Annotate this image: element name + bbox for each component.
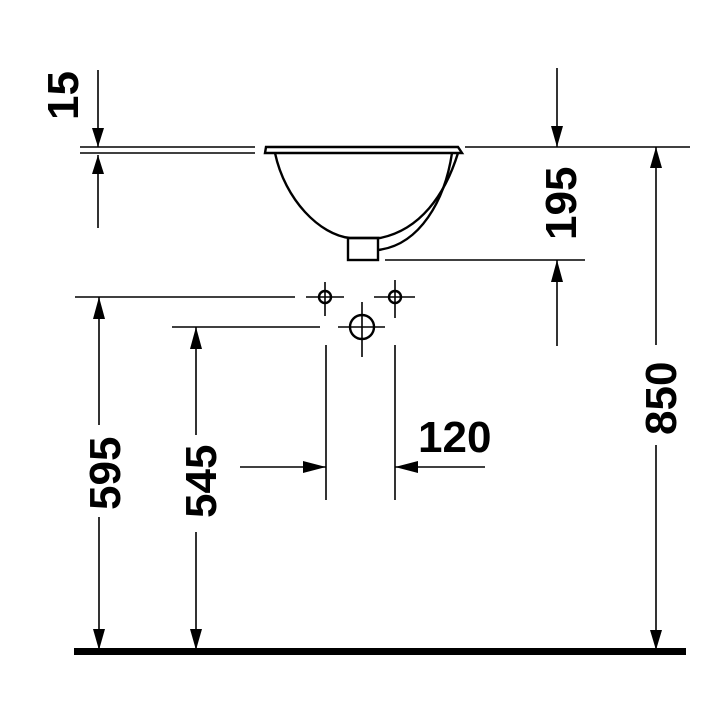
- rim-thickness-dimension: 15: [39, 70, 255, 228]
- waste-connection: [338, 302, 385, 357]
- floor-line: [74, 648, 686, 655]
- basin-bowl: [273, 152, 460, 240]
- drain-outlet: [346, 236, 380, 262]
- overflow-channel: [377, 152, 454, 252]
- supply-height-dimension: 595: [81, 297, 130, 650]
- basin: [263, 145, 465, 262]
- waste-height-dimension: 545: [177, 327, 226, 650]
- cold-water-connection: [374, 280, 415, 318]
- basin-rim: [263, 145, 465, 155]
- dimension-label-545: 545: [177, 445, 226, 518]
- dimension-label-595: 595: [81, 437, 130, 510]
- rim-height-dimension: 850: [637, 147, 686, 650]
- basin-depth-dimension: 195: [385, 68, 690, 346]
- supply-spacing-dimension: 120: [240, 345, 491, 500]
- dimension-label-15: 15: [39, 71, 88, 120]
- dimension-label-850: 850: [637, 362, 686, 435]
- hot-water-connection: [306, 282, 344, 316]
- dimension-label-195: 195: [537, 167, 586, 240]
- connections: [75, 280, 415, 357]
- dimension-label-120: 120: [418, 413, 491, 462]
